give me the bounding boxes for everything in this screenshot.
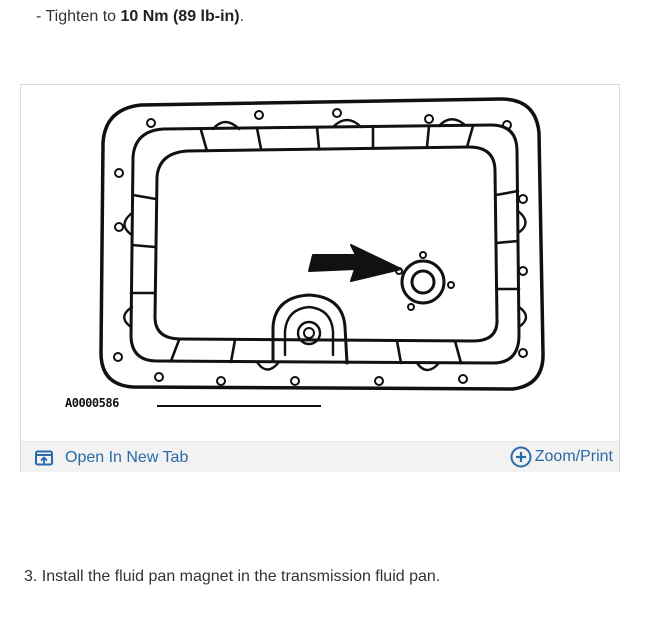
zoom-print-label: Zoom/Print xyxy=(534,448,613,465)
open-in-new-tab-button[interactable]: Open In New Tab xyxy=(35,448,188,468)
step-3-instruction: 3. Install the fluid pan magnet in the t… xyxy=(24,568,441,585)
step-text: Tighten to xyxy=(45,8,121,25)
plus-circle-icon xyxy=(510,446,532,468)
figure-id-label: A0000586 xyxy=(65,396,119,410)
step-text-end: . xyxy=(239,8,245,25)
step-dash: - xyxy=(36,8,42,25)
magnet-icon xyxy=(395,251,455,311)
pointer-arrow-icon xyxy=(308,244,402,282)
torque-spec: 10 Nm (89 lb-in) xyxy=(120,8,240,25)
previous-step-instruction: - Tighten to 10 Nm (89 lb-in). xyxy=(36,8,244,26)
figure-toolbar: Open In New Tab Zoom/Print xyxy=(21,441,619,472)
zoom-print-button[interactable]: Zoom/Print xyxy=(510,445,613,469)
open-in-new-tab-icon xyxy=(35,450,53,466)
figure-panel: A0000586 Open In New Tab Zoom/Print xyxy=(20,84,620,472)
open-in-new-tab-label: Open In New Tab xyxy=(65,449,189,466)
transmission-pan-illustration xyxy=(99,97,545,407)
